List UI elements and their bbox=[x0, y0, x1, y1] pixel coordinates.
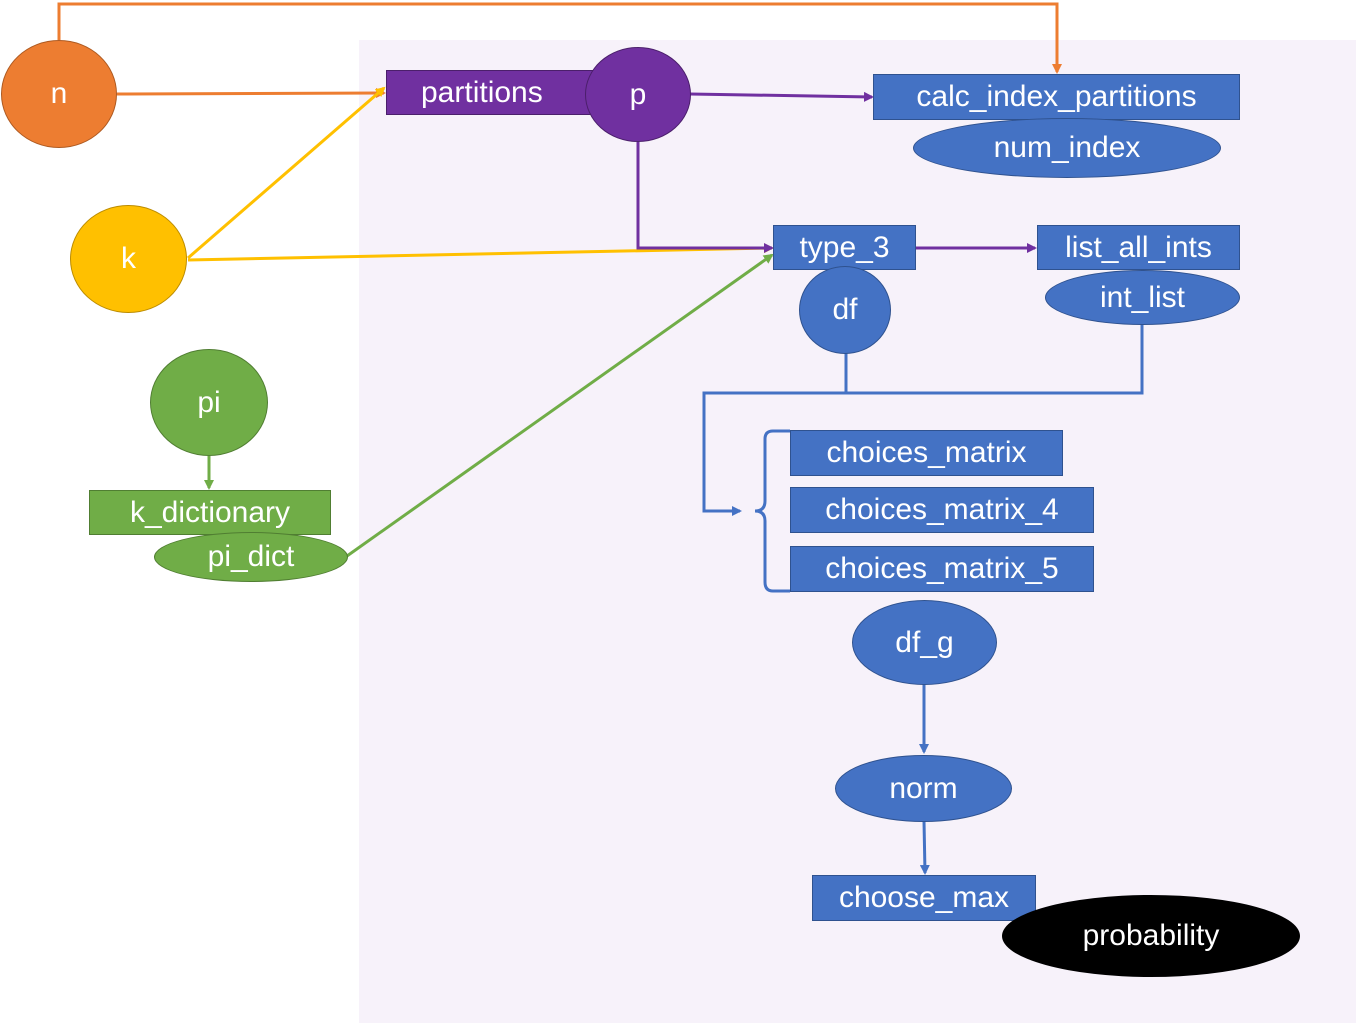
node-k: k bbox=[70, 205, 187, 313]
node-n: n bbox=[1, 40, 117, 148]
edge-p-to-calc-index-partitions bbox=[689, 91, 874, 102]
edge-k-to-partitions bbox=[187, 86, 386, 260]
edge-n-to-calc-index-partitions bbox=[57, 2, 1062, 74]
node-pi-dict: pi_dict bbox=[154, 532, 348, 582]
edge-p-to-type-3 bbox=[636, 142, 774, 253]
node-partitions: partitions bbox=[386, 70, 602, 115]
node-type-3: type_3 bbox=[773, 225, 916, 270]
node-choose-max: choose_max bbox=[812, 875, 1036, 921]
node-df-g: df_g bbox=[852, 600, 997, 685]
node-choices-matrix-4: choices_matrix_4 bbox=[790, 487, 1094, 533]
edge-k-to-type-3 bbox=[187, 243, 774, 262]
node-int-list: int_list bbox=[1045, 270, 1240, 325]
node-p: p bbox=[585, 47, 691, 142]
edge-int-list-to-choices bbox=[702, 323, 1144, 516]
edge-norm-to-choose-max bbox=[919, 820, 930, 875]
node-num-index: num_index bbox=[913, 118, 1221, 178]
node-df: df bbox=[799, 266, 891, 354]
node-pi: pi bbox=[150, 349, 268, 456]
choices-brace bbox=[754, 429, 790, 593]
node-calc-index-partitions: calc_index_partitions bbox=[873, 74, 1240, 120]
node-choices-matrix: choices_matrix bbox=[790, 430, 1063, 476]
edge-pi-dict-to-type-3 bbox=[346, 253, 774, 558]
node-probability: probability bbox=[1002, 895, 1300, 977]
node-list-all-ints: list_all_ints bbox=[1037, 225, 1240, 270]
node-choices-matrix-5: choices_matrix_5 bbox=[790, 546, 1094, 592]
node-norm: norm bbox=[835, 755, 1012, 822]
node-k-dictionary: k_dictionary bbox=[89, 490, 331, 535]
edge-n-to-partitions bbox=[116, 88, 386, 99]
